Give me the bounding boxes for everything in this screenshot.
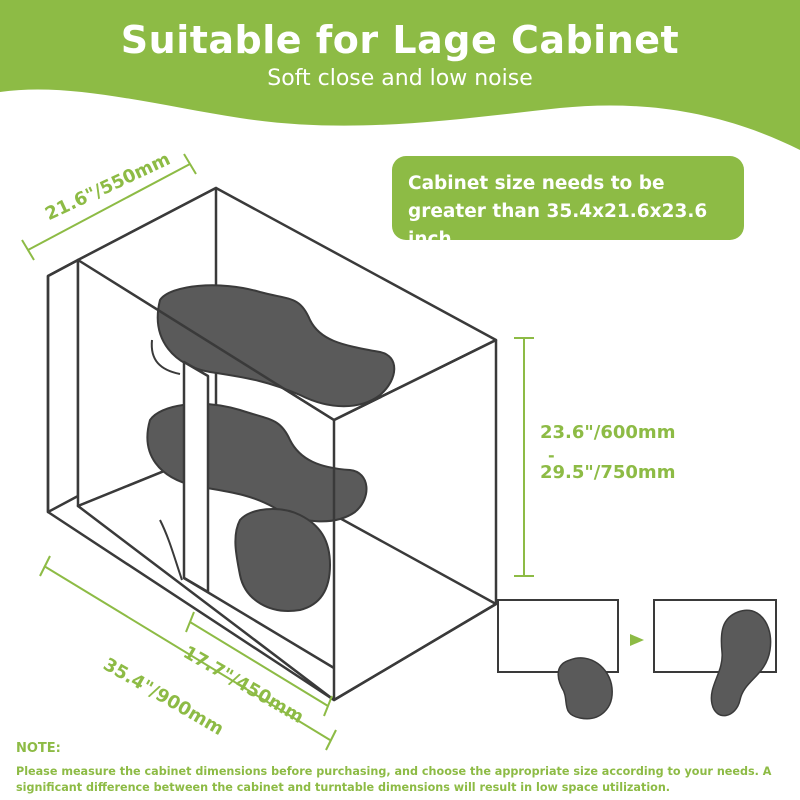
cabinet-size-callout: Cabinet size needs to be greater than 35…: [392, 156, 744, 250]
note-heading: NOTE:: [16, 741, 61, 756]
height-max-dimension-label: 29.5"/750mm: [540, 462, 676, 483]
height-range-dash: -: [548, 446, 555, 465]
usage-diagram-closed: [497, 599, 619, 720]
arrow-icon: [630, 634, 644, 646]
page-subtitle: Soft close and low noise: [267, 66, 533, 91]
cabinet-front: [46, 258, 498, 702]
callout-line-2: greater than 35.4x21.6x23.6 inch: [408, 201, 708, 250]
note-text: Please measure the cabinet dimensions be…: [16, 765, 772, 794]
height-min-dimension-label: 23.6"/600mm: [540, 422, 676, 443]
usage-diagram-open: [653, 599, 777, 717]
header-banner: [0, 0, 800, 150]
dimension-lines: [21, 153, 534, 751]
shelf-top: [156, 284, 396, 408]
callout-line-1: Cabinet size needs to be: [408, 173, 665, 194]
page-title: Suitable for Lage Cabinet: [120, 18, 680, 62]
shelf-bottom: [234, 508, 332, 612]
